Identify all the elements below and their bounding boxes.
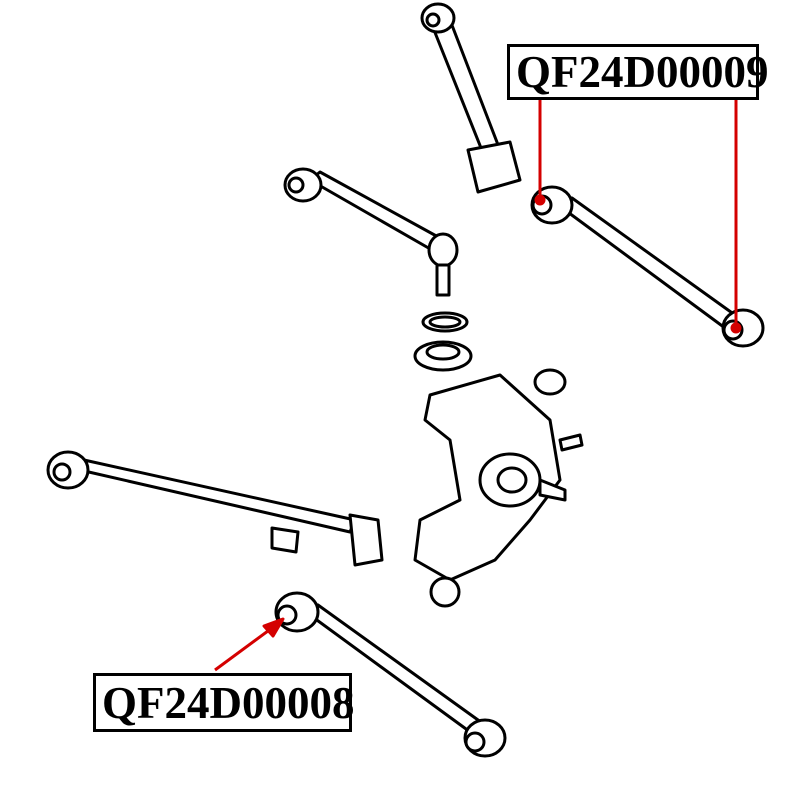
arrow-bottom [214, 626, 273, 672]
callout-arrows [214, 100, 742, 672]
part-number-label-top: QF24D00009 [507, 44, 769, 100]
upper-vertical-link [420, 2, 522, 194]
lateral-arm-left [46, 450, 384, 567]
steering-knuckle [413, 368, 584, 608]
rear-arm-bottom [274, 591, 507, 758]
ball-joint-rings [413, 311, 473, 372]
upper-lateral-arm [283, 167, 459, 297]
part-number-label-bottom: QF24D00008 [93, 673, 355, 732]
rear-arm-top-right [530, 185, 765, 348]
